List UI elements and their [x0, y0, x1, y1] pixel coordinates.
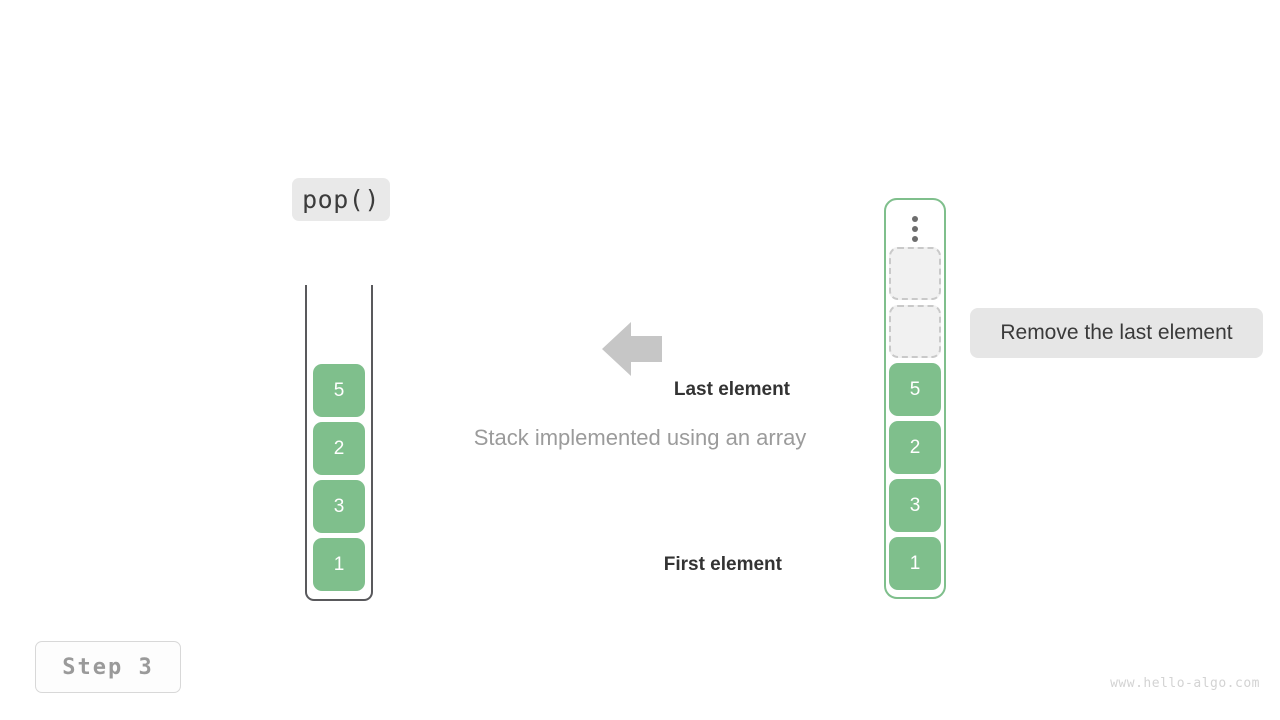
ellipsis-dot [912, 216, 918, 222]
array-cell: 1 [889, 537, 941, 590]
step-indicator-badge: Step 3 [35, 641, 181, 693]
stack-cell: 2 [313, 422, 365, 475]
array-empty-slot [889, 247, 941, 300]
first-element-label: First element [663, 554, 782, 575]
array-cell: 3 [889, 479, 941, 532]
vertical-ellipsis-icon [886, 210, 944, 248]
diagram-caption: Stack implemented using an array [473, 425, 807, 450]
ellipsis-dot [912, 236, 918, 242]
watermark-text: www.hello-algo.com [1110, 676, 1260, 691]
stack-cell: 1 [313, 538, 365, 591]
array-cell: 2 [889, 421, 941, 474]
last-element-label: Last element [673, 379, 790, 400]
annotation-badge: Remove the last element [970, 308, 1263, 358]
stack-cell: 3 [313, 480, 365, 533]
array-cell: 5 [889, 363, 941, 416]
stack-cell-list: 5 2 3 1 [307, 364, 371, 591]
ellipsis-dot [912, 226, 918, 232]
array-empty-slot [889, 305, 941, 358]
arrow-left-icon [602, 322, 662, 376]
operation-label-badge: pop() [292, 178, 390, 221]
stack-cell: 5 [313, 364, 365, 417]
array-container: 5 2 3 1 [884, 198, 946, 599]
array-cell-list: 5 2 3 1 [886, 247, 944, 590]
stack-open-top-container: 5 2 3 1 [305, 285, 373, 601]
